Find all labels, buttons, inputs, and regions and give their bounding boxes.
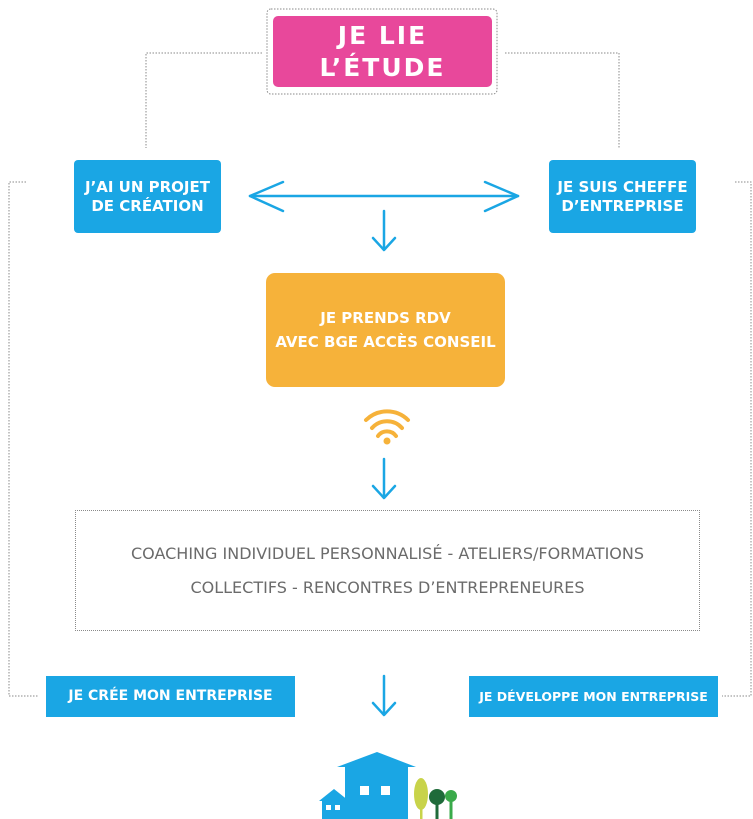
right-box-line2: d’entreprise: [561, 196, 684, 215]
top-box-study: Je lie l’étude: [273, 16, 492, 87]
center-box-line1: Je prends RDV: [320, 309, 451, 327]
center-box-appointment: Je prends RDV avec BGE Accès Conseil: [266, 273, 505, 387]
arrow-down-icon: [371, 457, 397, 500]
bottom-right-label: Je développe mon entreprise: [479, 688, 708, 704]
arrow-down-icon: [371, 674, 397, 717]
wifi-icon: [364, 409, 410, 445]
bottom-right-box-develop: Je développe mon entreprise: [469, 676, 718, 717]
services-line2: collectifs - Rencontres d’entrepreneures: [190, 577, 585, 597]
bottom-left-label: Je crée mon entreprise: [68, 687, 273, 704]
connector-top-right: [505, 52, 620, 148]
arrow-down-icon: [371, 209, 397, 252]
left-box-line1: J’ai un projet: [84, 177, 210, 196]
services-box: Coaching individuel personnalisé - Ateli…: [75, 510, 700, 631]
connector-right-bracket: [722, 181, 752, 697]
top-box-dotted-frame: [266, 8, 498, 95]
buildings-trees-icon: [319, 752, 457, 819]
right-box-cheffe: Je suis cheffe d’entreprise: [549, 160, 696, 233]
double-arrow-icon: [248, 180, 520, 213]
top-box-label: Je lie l’étude: [319, 21, 446, 82]
left-box-project: J’ai un projet de création: [74, 160, 221, 233]
services-line1: Coaching individuel personnalisé - Ateli…: [130, 543, 645, 563]
bottom-left-box-create: Je crée mon entreprise: [46, 676, 295, 717]
left-box-line2: de création: [91, 196, 204, 215]
right-box-line1: Je suis cheffe: [557, 177, 688, 196]
connector-top-left: [145, 52, 262, 148]
center-box-line2: avec BGE Accès Conseil: [275, 333, 496, 351]
connector-left-bracket: [8, 181, 38, 697]
